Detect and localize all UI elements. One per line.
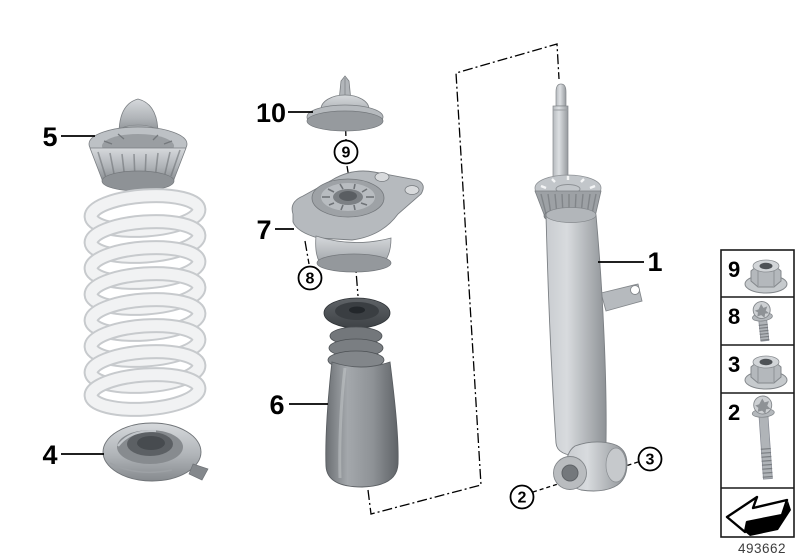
direction-arrow-icon	[725, 495, 789, 534]
flange-nut-icon	[744, 259, 788, 294]
callout-7[interactable]: 7	[256, 215, 271, 245]
leader-callout-2	[532, 483, 559, 493]
callout-circle-2[interactable]: 2	[509, 484, 535, 510]
callout-1[interactable]: 1	[647, 247, 662, 277]
leader-lines	[61, 111, 644, 455]
legend-row-3-label: 3	[728, 352, 740, 377]
legend-row-8-label: 8	[728, 304, 740, 329]
callout-6[interactable]: 6	[269, 390, 284, 420]
part-support-bearing	[291, 170, 424, 273]
diagram-number: 493662	[738, 541, 786, 556]
legend-row-3[interactable]: 3	[728, 352, 788, 390]
part-shock-absorber	[534, 83, 643, 492]
flange-nut-icon	[744, 355, 788, 390]
coil-spring	[83, 188, 207, 417]
part-lower-spring-pad	[102, 422, 209, 482]
legend-row-2[interactable]: 2	[728, 395, 779, 480]
callout-circle-9-digit: 9	[342, 145, 351, 162]
part-protection-tube	[323, 297, 399, 488]
leader-callout-3	[615, 461, 639, 470]
callout-circle-3[interactable]: 3	[637, 446, 663, 472]
callout-5[interactable]: 5	[42, 122, 57, 152]
legend-row-2-label: 2	[728, 400, 740, 425]
torx-screw-icon	[752, 301, 773, 342]
part-protective-cap	[306, 75, 384, 132]
callout-circle-3-digit: 3	[646, 452, 655, 469]
legend-row-9-label: 9	[728, 257, 740, 282]
callout-circle-9[interactable]: 9	[333, 139, 359, 165]
long-bolt-icon	[751, 395, 775, 480]
callout-10[interactable]: 10	[256, 98, 286, 128]
legend-row-8[interactable]: 8	[728, 301, 775, 342]
callout-circle-8-digit: 8	[306, 271, 315, 288]
leader-dashes	[532, 461, 639, 493]
callout-circle-2-digit: 2	[518, 490, 527, 507]
part-upper-spring-pad	[88, 98, 188, 192]
callout-circle-8[interactable]: 8	[297, 265, 323, 291]
fastener-legend-table: 9 8	[720, 249, 795, 538]
legend-row-arrow[interactable]	[725, 495, 791, 536]
legend-row-9[interactable]: 9	[728, 257, 788, 294]
axis-line-pin-to-8	[304, 240, 310, 265]
projection-line-to-shock	[367, 43, 560, 515]
callout-4[interactable]: 4	[42, 440, 57, 470]
